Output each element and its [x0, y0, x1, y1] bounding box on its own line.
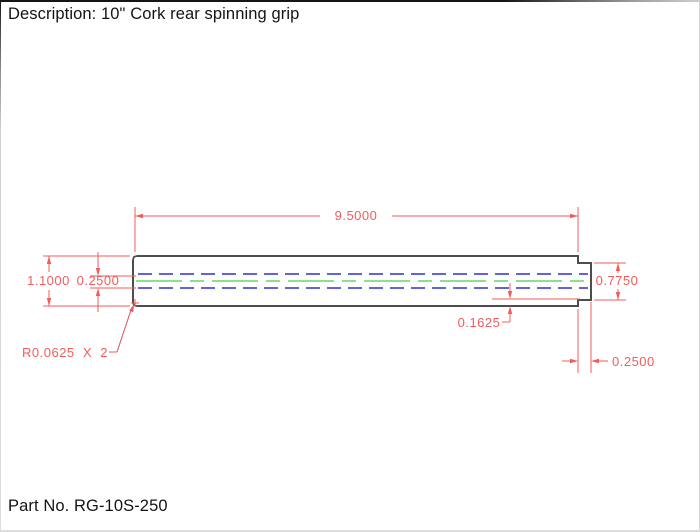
arrowhead	[46, 298, 52, 306]
arrowhead	[591, 358, 599, 364]
dim-overall-length	[134, 207, 579, 252]
dim-tenon-diameter	[594, 262, 626, 301]
arrowhead	[615, 292, 621, 300]
leader-corner-radius	[109, 299, 139, 353]
dim-tenon-diameter-label: 0.7750	[595, 273, 639, 288]
arrowhead	[615, 263, 621, 271]
dim-corner-radius-label: R0.0625 X 2	[22, 345, 108, 360]
arrowhead	[507, 291, 513, 299]
description-text: Description: 10" Cork rear spinning grip	[8, 5, 300, 23]
arrowhead	[129, 304, 134, 313]
arrowhead	[570, 358, 578, 364]
arrowhead	[135, 213, 143, 219]
dim-bore-diameter-label: 0.2500	[76, 273, 120, 288]
part-number-text: Part No. RG-10S-250	[8, 497, 168, 515]
bore-hidden-lines	[138, 273, 588, 289]
sheet-bottom-border	[0, 530, 700, 532]
arrowhead	[570, 213, 578, 219]
arrowhead	[507, 306, 513, 314]
dim-bore-diameter	[90, 252, 136, 312]
sheet-top-border	[0, 0, 700, 2]
arrowhead	[95, 288, 101, 296]
dim-step-height	[492, 283, 580, 323]
arrowhead	[46, 256, 52, 264]
sheet-left-border	[0, 0, 1, 532]
dim-tenon-length	[562, 302, 608, 373]
grip-outline	[132, 255, 592, 307]
dim-body-diameter-label: 1.1000	[27, 273, 70, 288]
dim-tenon-length-label: 0.2500	[612, 354, 655, 369]
dim-body-diameter	[43, 255, 130, 307]
dim-step-height-label: 0.1625	[457, 315, 501, 330]
arrowhead	[95, 268, 101, 276]
dim-overall-length-label: 9.5000	[334, 208, 378, 223]
